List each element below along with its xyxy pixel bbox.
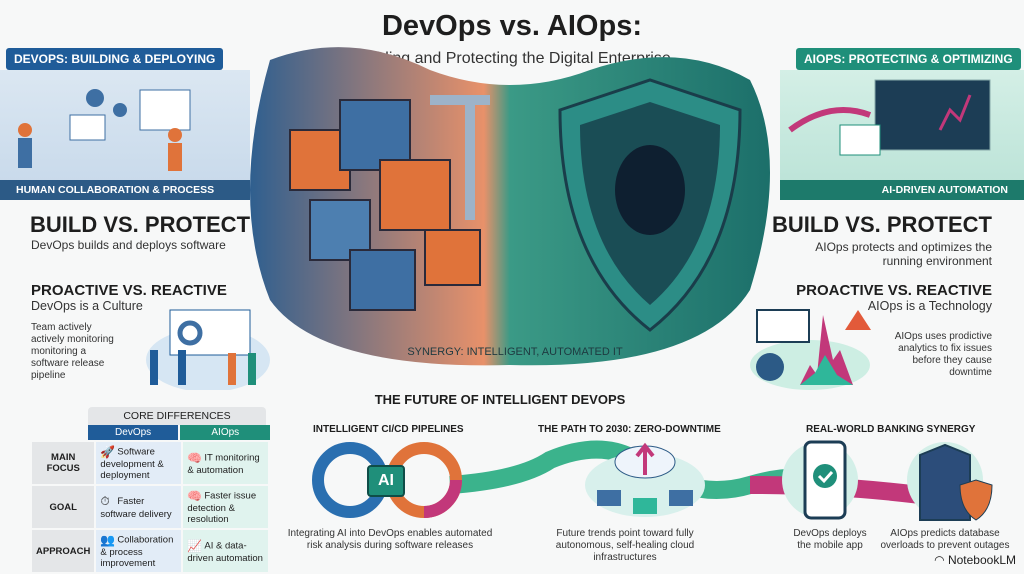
stopwatch-icon: ⏱ (100, 494, 110, 508)
brain-head-icon: 🧠 (187, 489, 203, 503)
aiops-banner: AIOPS: PROTECTING & OPTIMIZING (796, 48, 1021, 70)
table-row: GOAL ⏱Faster software delivery 🧠Faster iss… (32, 486, 269, 528)
aiops-proactive-sub: AIOps is a Technology (867, 299, 992, 313)
row-label: APPROACH (32, 530, 95, 572)
brand-watermark: ◠ NotebookLM (934, 553, 1016, 567)
rocket-icon: 🚀 (100, 445, 116, 459)
banking-icons (782, 440, 993, 521)
cell-aiops: IT monitoring & automation (187, 452, 260, 476)
devops-banner: DEVOPS: BUILDING & DEPLOYING (6, 48, 224, 70)
cicd-title: INTELLIGENT CI/CD PIPELINES (313, 424, 464, 435)
devops-build-text: DevOps builds and deploys software (31, 238, 226, 252)
brain-head-icon: 🧠 (187, 450, 203, 465)
notebooklm-logo-icon: ◠ (934, 553, 948, 567)
aiops-build-text: AIOps protects and optimizes the running… (815, 240, 992, 268)
page-title: DevOps vs. AIOps: (381, 10, 642, 42)
devops-proactive-sub: DevOps is a Culture (31, 299, 143, 313)
synergy-label: SYNERGY: INTELLIGENT, AUTOMATED IT (407, 346, 623, 358)
path-2030-text: Future trends point toward fully autonom… (555, 528, 695, 563)
future-heading: THE FUTURE OF INTELLIGENT DEVOPS (374, 392, 626, 407)
aiops-proactive-text: AIOps uses prodictive analytics to fix i… (894, 331, 992, 378)
cloud-servers-icon (585, 442, 705, 517)
table-title: CORE DIFFERENCES (88, 407, 266, 425)
aiops-caption: AI-DRIVEN AUTOMATION (780, 180, 1024, 200)
column-aiops: AIOps (180, 425, 271, 440)
aiops-proactive-heading: PROACTIVE VS. REACTIVE (796, 282, 992, 299)
aiops-build-heading: BUILD VS. PROTECT (771, 212, 992, 237)
column-devops: DevOps (88, 425, 179, 440)
cube-stack-icon (289, 95, 490, 311)
cell-aiops: AI & data-driven automation (187, 540, 263, 564)
predictive-analytics-icon (750, 309, 871, 390)
row-label: GOAL (32, 486, 95, 528)
chart-icon: 📈 (187, 538, 203, 553)
path-2030-title: THE PATH TO 2030: ZERO-DOWNTIME (538, 424, 721, 435)
brand-label: NotebookLM (947, 553, 1016, 567)
banking-title: REAL-WORLD BANKING SYNERGY (806, 424, 976, 435)
devops-proactive-text: Team actively actively monitoring monito… (31, 322, 114, 381)
row-label: MAIN FOCUS (32, 442, 95, 484)
people-icon: 👥 (100, 533, 116, 547)
table-row: MAIN FOCUS 🚀Software development & deploy… (32, 442, 269, 484)
cicd-text: Integrating AI into DevOps enables autom… (287, 528, 493, 551)
banking-text-devops: DevOps deploys the mobile app (793, 528, 867, 551)
ai-chip-icon: AI (367, 465, 405, 497)
shield-icon (558, 78, 742, 332)
cell-devops: Collaboration & process improvement (100, 534, 174, 569)
devops-proactive-heading: PROACTIVE VS. REACTIVE (31, 282, 227, 299)
page-subtitle: Building and Protecting the Digital Ente… (353, 50, 671, 67)
core-differences-table: CORE DIFFERENCES DevOps AIOps MAIN FOCUS… (30, 407, 271, 574)
banking-text-aiops: AIOps predicts database overloads to pre… (880, 528, 1010, 551)
aiops-illustration (780, 70, 1024, 200)
table-row: APPROACH 👥Collaboration & process improve… (32, 530, 269, 572)
team-pipeline-icon (146, 309, 270, 390)
cell-devops: Software development & deployment (100, 446, 164, 481)
center-illustration (250, 47, 770, 366)
devops-illustration (0, 70, 250, 200)
devops-caption: HUMAN COLLABORATION & PROCESS (0, 180, 250, 200)
devops-build-heading: BUILD VS. PROTECT (30, 212, 251, 237)
cell-devops: Faster software delivery (100, 496, 172, 520)
cell-aiops: Faster issue detection & resolution (187, 490, 257, 525)
